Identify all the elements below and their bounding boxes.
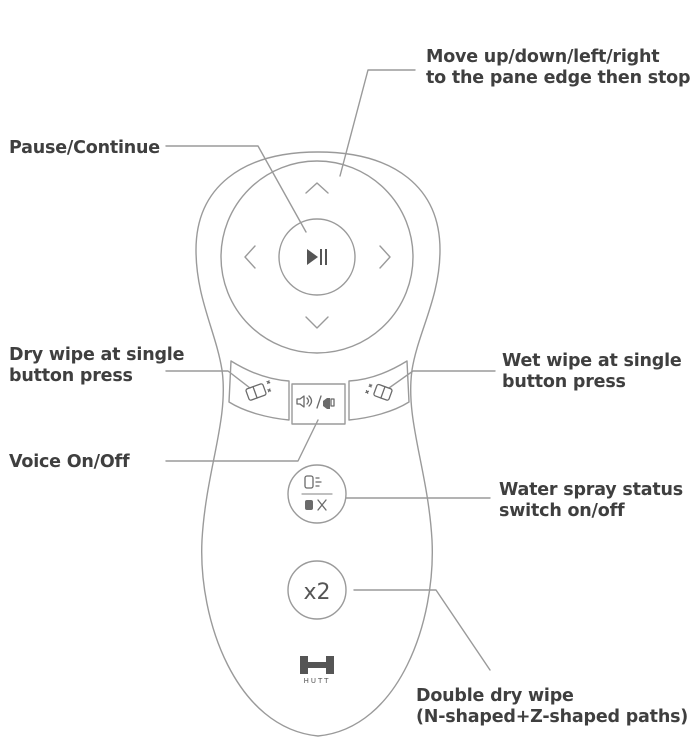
pause-label-text: Pause/Continue	[9, 138, 160, 158]
chevron-down-icon[interactable]	[305, 316, 329, 329]
move-label: Move up/down/left/right to the pane edge…	[426, 47, 690, 89]
hutt-logo-icon	[300, 656, 334, 674]
dry-wipe-button[interactable]	[228, 360, 290, 421]
water-spray-button[interactable]	[287, 464, 347, 524]
voice-label-text: Voice On/Off	[9, 452, 130, 472]
dry-wipe-icon	[245, 380, 272, 401]
dry-wipe-label-line1: Dry wipe at single	[9, 345, 185, 365]
pause-leader-line	[165, 145, 307, 233]
dry-wipe-label-line2: button press	[9, 366, 133, 386]
d-pad-ring	[220, 160, 414, 354]
double-dry-button-text: x2	[303, 580, 330, 605]
move-label-line1: Move up/down/left/right	[426, 47, 660, 67]
water-spray-label: Water spray status switch on/off	[499, 480, 683, 522]
move-label-line2: to the pane edge then stop	[426, 68, 691, 88]
chevron-right-icon[interactable]	[379, 245, 391, 269]
wet-wipe-icon	[365, 383, 393, 401]
double-dry-label-line2: (N-shaped+Z-shaped paths)	[416, 707, 689, 727]
play-pause-icon	[307, 249, 327, 265]
wet-wipe-label-line2: button press	[502, 372, 626, 392]
remote-body	[195, 151, 441, 737]
wet-wipe-label: Wet wipe at single button press	[502, 351, 682, 393]
voice-label: Voice On/Off	[9, 452, 130, 473]
wet-wipe-label-line1: Wet wipe at single	[502, 351, 682, 371]
dry-wipe-label: Dry wipe at single button press	[9, 345, 184, 387]
dry-wipe-leader-line	[165, 370, 251, 389]
water-spray-icon	[304, 475, 327, 511]
chevron-left-icon[interactable]	[244, 245, 256, 269]
voice-button[interactable]	[291, 383, 346, 425]
double-dry-button[interactable]	[287, 560, 347, 620]
play-pause-button[interactable]	[278, 218, 356, 296]
double-dry-leader-line	[353, 589, 491, 671]
double-dry-label-line1: Double dry wipe	[416, 686, 574, 706]
water-spray-label-line1: Water spray status	[499, 480, 684, 500]
water-spray-label-line2: switch on/off	[499, 501, 625, 521]
double-dry-label: Double dry wipe (N-shaped+Z-shaped paths…	[416, 686, 688, 728]
voice-toggle-icon	[296, 395, 335, 409]
brand-text: HUTT	[304, 677, 331, 685]
wet-wipe-leader-line	[388, 370, 496, 389]
wet-wipe-button[interactable]	[348, 360, 410, 421]
chevron-up-icon[interactable]	[305, 182, 329, 194]
move-leader-line	[339, 69, 416, 177]
voice-leader-line	[165, 419, 319, 462]
pause-label: Pause/Continue	[9, 138, 160, 159]
